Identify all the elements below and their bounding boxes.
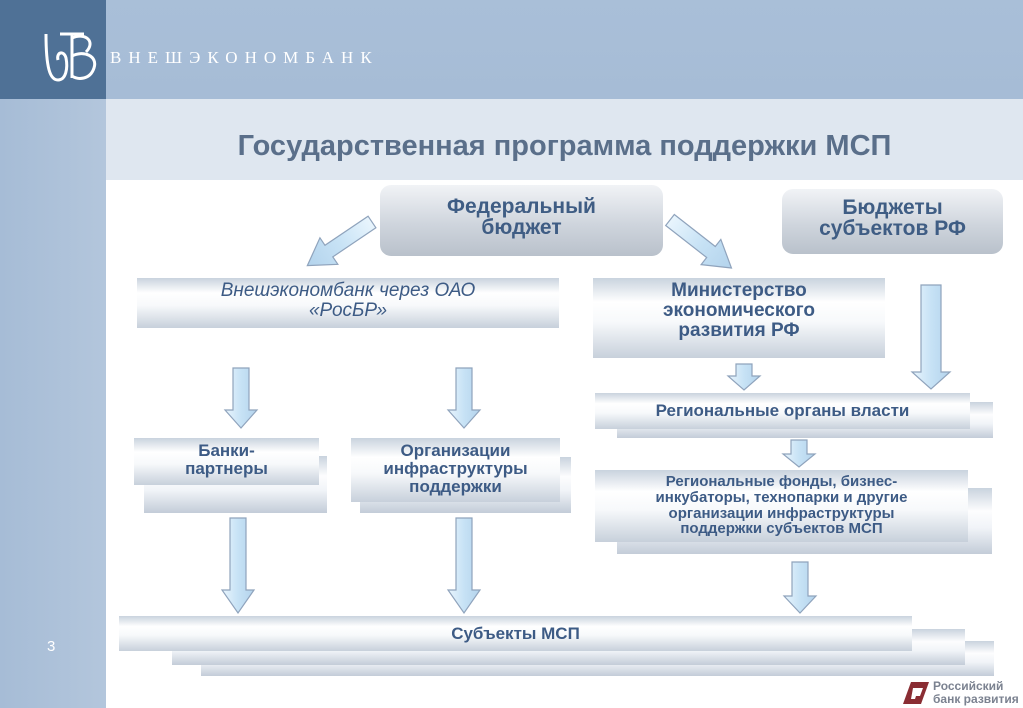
- federal-budget-line-1: Федеральный: [447, 195, 596, 218]
- regional-funds-line-4: поддержки субъектов МСП: [680, 520, 883, 538]
- partner-logo-text: Российский банк развития: [933, 680, 1019, 705]
- ministry-line-3: развития РФ: [678, 319, 800, 341]
- infrastructure-line-3: поддержки: [409, 476, 502, 496]
- ministry-line-2: экономического: [663, 299, 815, 321]
- arrow-federal-to-ministry: [664, 213, 733, 269]
- rbd-logo-icon: [903, 682, 929, 704]
- arrow-infra-to-msp: [446, 517, 482, 615]
- page-title: Государственная программа поддержки МСП: [237, 130, 892, 162]
- infrastructure-line-1: Организации: [400, 441, 511, 460]
- regional-funds-box: Региональные фонды, бизнес- инкубаторы, …: [595, 470, 968, 542]
- regional-funds-line-3: организации инфраструктуры: [668, 504, 895, 522]
- left-sidebar-band: [0, 99, 106, 708]
- title-band: [106, 99, 1023, 180]
- header-band: [0, 0, 1023, 99]
- partner-logo-line-1: Российский: [933, 679, 1004, 693]
- msp-subjects-box: Субъекты МСП: [119, 616, 912, 651]
- banks-line-2: партнеры: [185, 458, 268, 478]
- regional-authorities-box: Региональные органы власти: [595, 393, 970, 429]
- regional-budgets-line-2: субъектов РФ: [819, 217, 966, 240]
- regional-funds-line-1: Региональные фонды, бизнес-: [665, 473, 898, 490]
- arrow-regauth-to-funds: [781, 439, 817, 468]
- ministry-line-1: Министерство: [671, 280, 807, 301]
- arrow-ministry-to-regauth: [726, 363, 762, 391]
- arrow-budgets-to-regauth: [910, 284, 952, 390]
- veb-rosbr-line-1: Внешэкономбанк через ОАО: [220, 280, 476, 301]
- ministry-box: Министерство экономического развития РФ: [593, 278, 885, 358]
- regional-budgets-line-1: Бюджеты: [842, 196, 943, 219]
- regional-funds-line-2: инкубаторы, технопарки и другие: [655, 488, 908, 506]
- infrastructure-line-2: инфраструктуры: [383, 458, 528, 478]
- arrow-veb-to-infra: [446, 367, 482, 429]
- federal-budget-line-2: бюджет: [481, 216, 562, 239]
- veb-logo-icon: [44, 32, 97, 82]
- federal-budget-box: Федеральный бюджет: [380, 185, 663, 256]
- banks-line-1: Банки-: [198, 441, 255, 460]
- veb-rosbr-box: Внешэкономбанк через ОАО «РосБР»: [137, 278, 559, 328]
- partner-logo-line-2: банк развития: [933, 691, 1019, 706]
- banks-box: Банки- партнеры: [134, 438, 319, 485]
- arrow-veb-to-banks: [223, 367, 259, 429]
- arrow-funds-to-msp: [782, 561, 818, 614]
- regional-budgets-box: Бюджеты субъектов РФ: [782, 189, 1003, 254]
- arrow-banks-to-msp: [220, 517, 256, 615]
- veb-rosbr-line-2: «РосБР»: [308, 299, 388, 321]
- page-number: 3: [47, 638, 56, 655]
- infrastructure-box: Организации инфраструктуры поддержки: [351, 438, 560, 502]
- arrow-federal-to-veb: [306, 215, 377, 267]
- brand-name: ВНЕШЭКОНОМБАНК: [110, 48, 379, 67]
